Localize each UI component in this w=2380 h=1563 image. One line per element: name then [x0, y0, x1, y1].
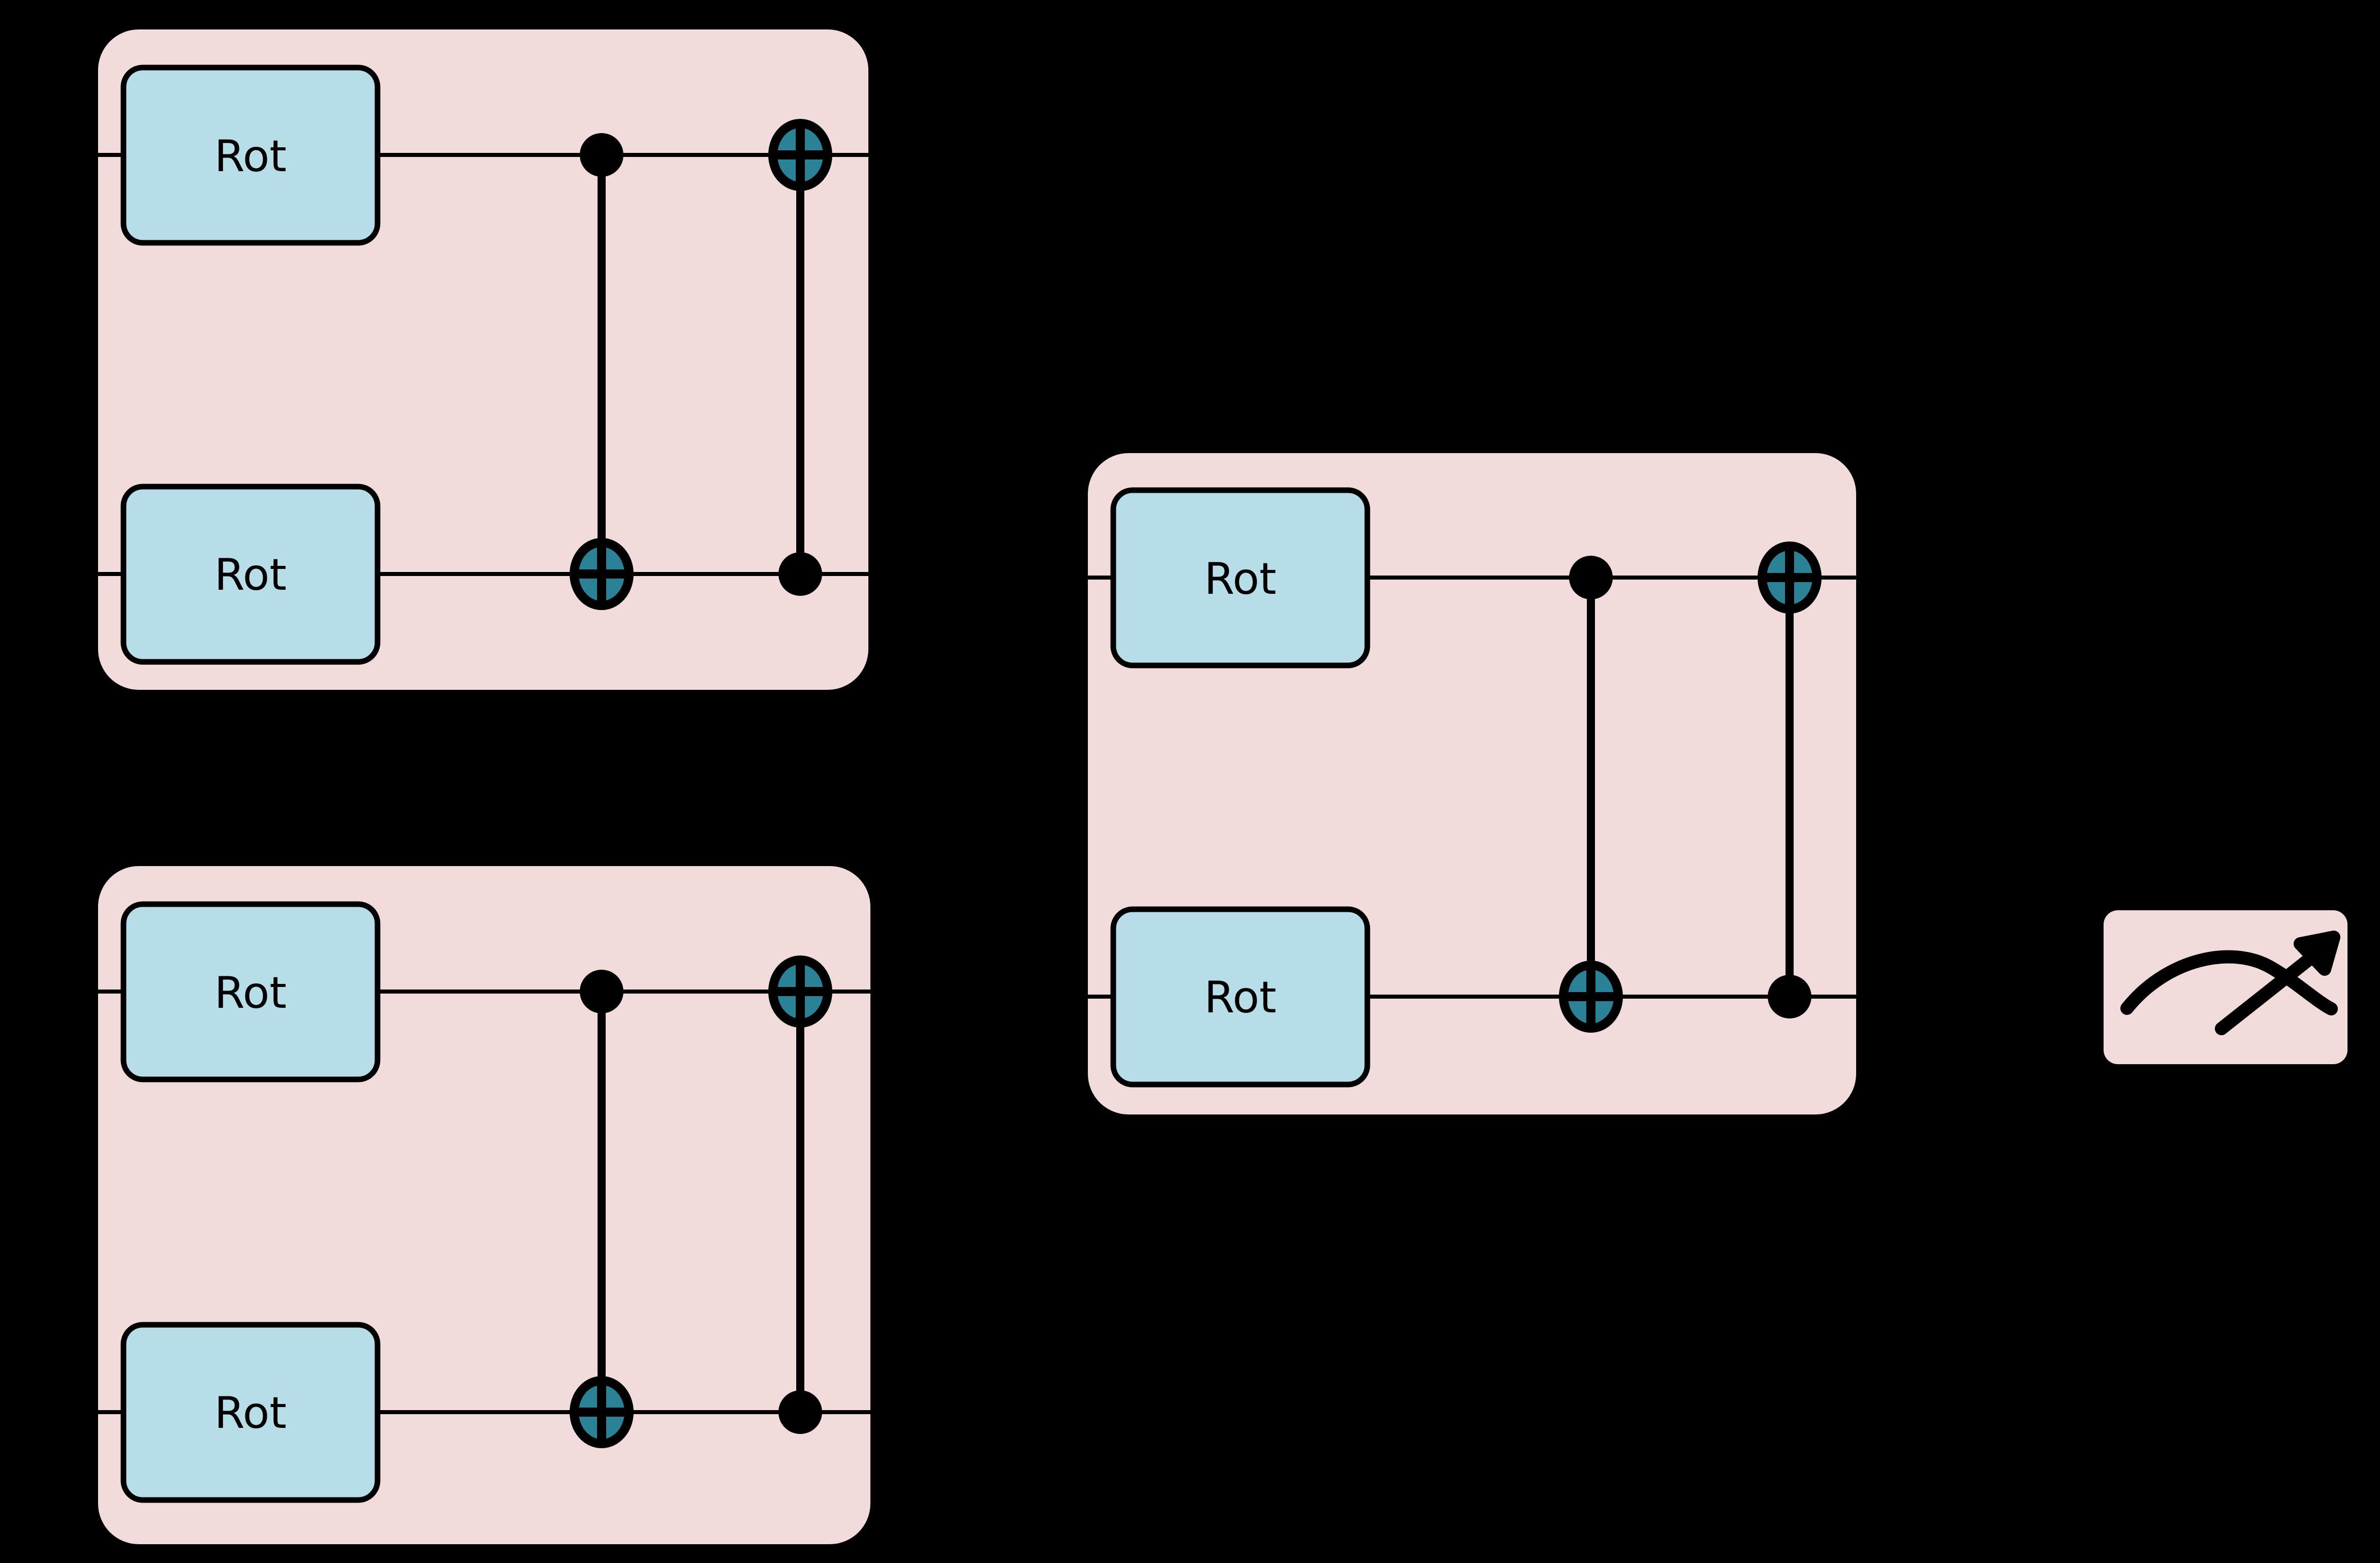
rot-gate-label: Rot: [214, 550, 287, 600]
cnot-gate-c0t1[interactable]: [1559, 556, 1623, 1033]
measurement-box[interactable]: [2104, 910, 2347, 1064]
rot-gate-q0[interactable]: Rot: [1110, 487, 1370, 668]
control-dot[interactable]: [1569, 556, 1613, 599]
rot-gate-label: Rot: [1204, 554, 1276, 604]
control-dot[interactable]: [778, 1390, 822, 1434]
rot-gate-q1[interactable]: Rot: [120, 1322, 381, 1503]
rot-gate-q0[interactable]: Rot: [120, 901, 381, 1082]
rot-gate-q1[interactable]: Rot: [1110, 906, 1370, 1088]
rot-gate-label: Rot: [214, 1388, 287, 1439]
rot-gate-body[interactable]: [1110, 487, 1370, 668]
rot-gate-q0[interactable]: Rot: [120, 65, 381, 246]
rot-gate-q1[interactable]: Rot: [120, 484, 381, 665]
cnot-gate-c0t1[interactable]: [570, 133, 634, 610]
rot-gate-body[interactable]: [120, 1322, 381, 1503]
cnot-gate-c1t0[interactable]: [1758, 541, 1822, 1018]
rot-gate-label: Rot: [214, 131, 287, 182]
rot-gate-body[interactable]: [1110, 906, 1370, 1088]
measurement-panel[interactable]: [2104, 910, 2347, 1064]
control-dot[interactable]: [1768, 975, 1811, 1018]
control-dot[interactable]: [580, 133, 623, 177]
cnot-gate-c0t1[interactable]: [570, 970, 634, 1448]
rot-gate-label: Rot: [214, 968, 287, 1018]
rot-gate-label: Rot: [1204, 972, 1276, 1023]
rot-gate-body[interactable]: [120, 484, 381, 665]
rot-gate-body[interactable]: [120, 65, 381, 246]
block-bottom-left[interactable]: Rot Rot: [98, 866, 871, 1544]
cnot-gate-c1t0[interactable]: [768, 119, 832, 596]
cnot-gate-c1t0[interactable]: [768, 955, 832, 1434]
meter-gauge-icon: [2120, 931, 2340, 1035]
control-dot[interactable]: [580, 970, 623, 1013]
gauge-needle-arrowhead: [2294, 931, 2340, 976]
rot-gate-body[interactable]: [120, 901, 381, 1082]
control-dot[interactable]: [778, 552, 822, 596]
block-top-left[interactable]: Rot Rot: [98, 29, 869, 690]
gauge-arc: [2120, 950, 2338, 1015]
block-middle[interactable]: Rot Rot: [1088, 453, 1857, 1114]
